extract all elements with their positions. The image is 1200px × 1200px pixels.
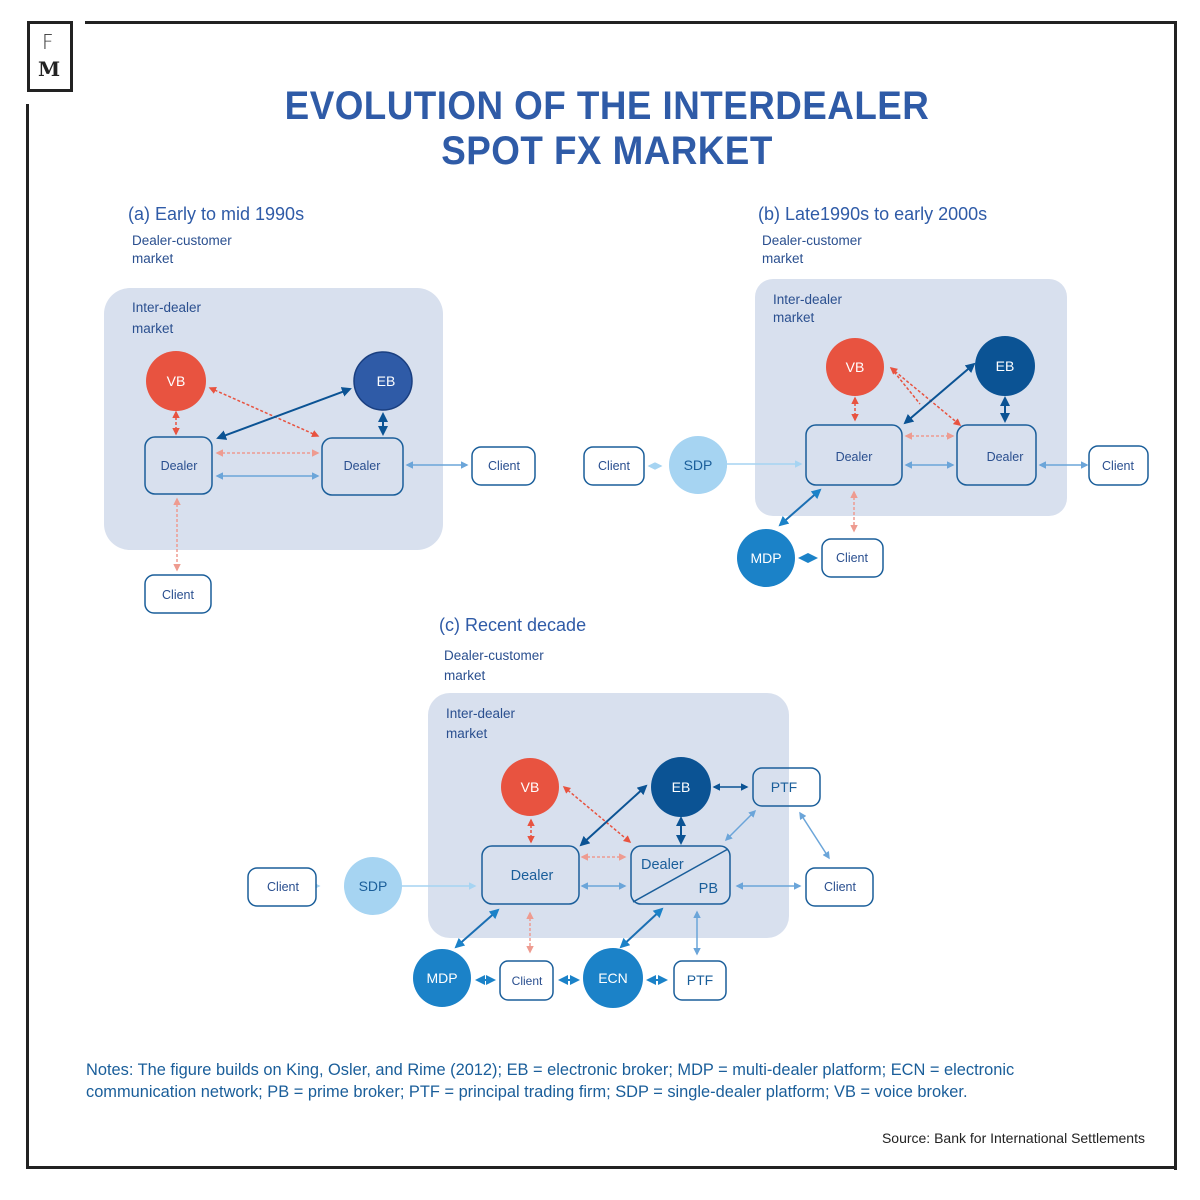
svg-text:VB: VB: [846, 359, 865, 375]
panel-c-inner-label-1: Inter-dealer: [446, 706, 516, 721]
dealer-pb-pb-label: PB: [699, 881, 718, 897]
panel-b-inner-label-2: market: [773, 310, 815, 325]
panel-b: (b) Late1990s to early 2000s Dealer-cust…: [583, 204, 1149, 587]
dealer-pb-dealer-label: Dealer: [641, 857, 684, 873]
page-title: EVOLUTION OF THE INTERDEALER SPOT FX MAR…: [0, 84, 1200, 174]
panel-b-eb-node: EB: [975, 336, 1035, 396]
svg-text:Client: Client: [162, 588, 194, 602]
svg-text:SDP: SDP: [359, 878, 388, 894]
panel-c-sdp-node: SDP: [344, 857, 402, 915]
panel-b-heading: (b) Late1990s to early 2000s: [758, 204, 987, 224]
source-text: Source: Bank for International Settlemen…: [881, 1130, 1145, 1146]
svg-text:EB: EB: [996, 358, 1015, 374]
panel-c-ptf-bottom: PTF: [673, 960, 727, 1001]
panel-c-dealer-pb: Dealer PB: [630, 845, 731, 905]
svg-text:Client: Client: [836, 551, 868, 565]
logo-m: M: [38, 57, 61, 81]
frame-top: [85, 21, 1177, 24]
svg-text:Dealer: Dealer: [987, 450, 1024, 464]
svg-text:Dealer: Dealer: [161, 459, 198, 473]
panel-a-heading: (a) Early to mid 1990s: [128, 204, 304, 224]
svg-text:Client: Client: [824, 880, 856, 894]
svg-text:Client: Client: [488, 459, 520, 473]
panel-b-sdp-node: SDP: [669, 436, 727, 494]
panel-c-dealer: Dealer: [481, 845, 580, 905]
svg-text:Dealer: Dealer: [344, 459, 381, 473]
panel-a-outer-label-1: Dealer-customer: [132, 233, 232, 248]
svg-text:Client: Client: [512, 974, 543, 988]
panel-a-inner-label-2: market: [132, 321, 174, 336]
title-line-2: SPOT FX MARKET: [441, 129, 773, 173]
panel-b-dealer-left: Dealer: [805, 424, 903, 486]
notes-text: Notes: The figure builds on King, Osler,…: [86, 1061, 1015, 1101]
panel-c-outer-label-2: market: [444, 668, 486, 683]
logo-f: F: [42, 30, 54, 54]
panel-a-outer-label-2: market: [132, 251, 174, 266]
panel-a-eb-node: EB: [353, 351, 413, 411]
panel-c-eb-node: EB: [651, 757, 711, 817]
panel-a-inner-label-1: Inter-dealer: [132, 300, 202, 315]
svg-text:PTF: PTF: [771, 779, 797, 795]
panel-a-vb-node: VB: [146, 351, 206, 411]
svg-text:EB: EB: [672, 779, 691, 795]
panel-c-vb-node: VB: [501, 758, 559, 816]
svg-text:Client: Client: [598, 459, 630, 473]
title-line-1: EVOLUTION OF THE INTERDEALER: [284, 84, 930, 128]
panel-c: (c) Recent decade Dealer-customer market…: [247, 615, 874, 1008]
frame-bottom: [26, 1166, 1177, 1169]
svg-text:VB: VB: [167, 373, 186, 389]
panel-b-client-bottom: Client: [821, 538, 884, 578]
svg-text:EB: EB: [377, 373, 396, 389]
panel-b-mdp-node: MDP: [737, 529, 795, 587]
fm-logo: F M: [27, 21, 73, 92]
panel-c-ecn-node: ECN: [583, 948, 643, 1008]
svg-text:Dealer: Dealer: [836, 450, 873, 464]
svg-text:MDP: MDP: [426, 970, 457, 986]
panel-b-outer-label-1: Dealer-customer: [762, 233, 862, 248]
panel-c-heading: (c) Recent decade: [439, 615, 586, 635]
panel-a-dealer-right: Dealer: [321, 437, 404, 496]
panel-b-vb-node: VB: [826, 338, 884, 396]
panel-a-client-bottom: Client: [144, 574, 212, 614]
svg-text:PTF: PTF: [687, 972, 713, 988]
svg-text:Client: Client: [1102, 459, 1134, 473]
panel-b-client-right: Client: [1088, 445, 1149, 486]
panel-a: (a) Early to mid 1990s Dealer-customer m…: [104, 204, 536, 614]
panel-b-inner-label-1: Inter-dealer: [773, 292, 843, 307]
svg-text:VB: VB: [521, 779, 540, 795]
panel-a-client-right: Client: [471, 446, 536, 486]
panel-c-client-right: Client: [805, 867, 874, 907]
panel-b-dealer-right: Dealer: [956, 424, 1037, 486]
svg-text:SDP: SDP: [684, 457, 713, 473]
panel-c-client-left: Client: [247, 867, 317, 907]
panel-a-dealer-left: Dealer: [144, 436, 213, 495]
svg-text:Client: Client: [267, 880, 299, 894]
svg-text:MDP: MDP: [750, 550, 781, 566]
panel-c-ptf-top: PTF: [752, 767, 821, 807]
svg-text:ECN: ECN: [598, 970, 628, 986]
frame-left: [26, 104, 29, 1169]
panel-c-inner-label-2: market: [446, 726, 488, 741]
panel-b-client-left: Client: [583, 446, 645, 486]
panel-b-outer-label-2: market: [762, 251, 804, 266]
svg-text:Dealer: Dealer: [511, 868, 554, 884]
frame-right: [1174, 21, 1177, 1170]
panel-c-outer-label-1: Dealer-customer: [444, 648, 544, 663]
panel-c-mdp-node: MDP: [413, 949, 471, 1007]
panel-c-client-bottom: Client: [499, 960, 554, 1001]
